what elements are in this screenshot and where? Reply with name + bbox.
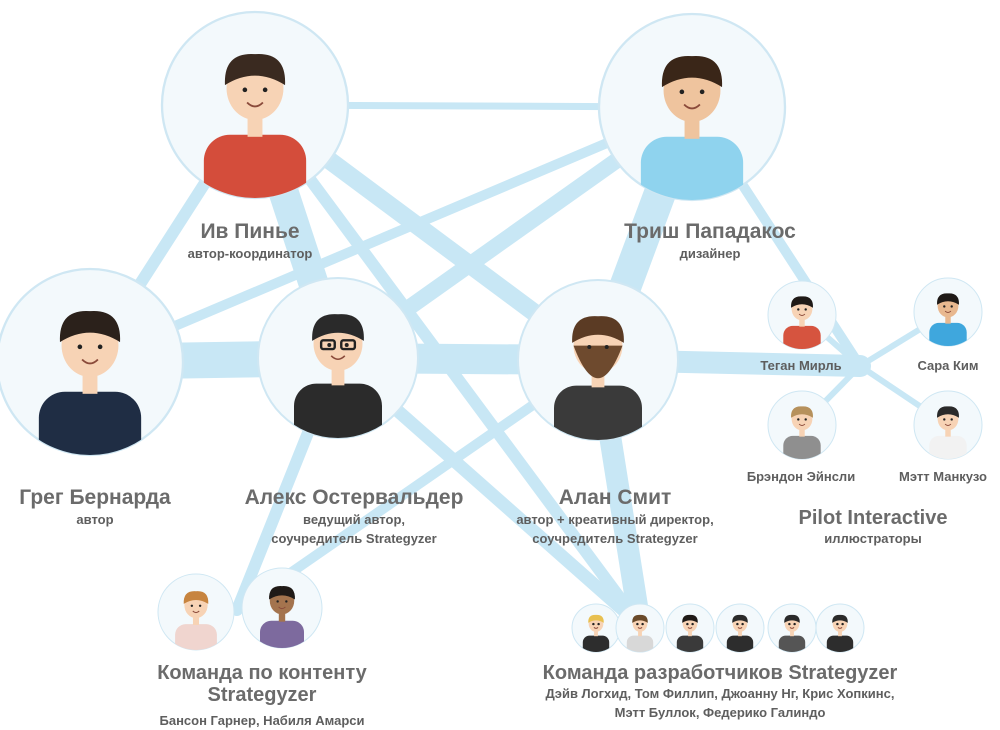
person-role: автор + креативный директор, [516,512,714,527]
dev-team-members: Дэйв Логхид, Том Филлип, Джоанну Нг, Кри… [545,686,895,701]
person-label-trish: Триш Пападакос дизайнер [590,220,830,263]
avatar-alex [257,277,419,439]
avatar-tegan [767,280,837,350]
avatar-brandon [767,390,837,460]
avatar-matt [913,390,983,460]
avatar-dev-1 [571,603,621,653]
avatar-dev-2 [615,603,665,653]
content-team-title: Команда по контенту [157,662,367,684]
member-name-matt: Мэтт Манкузо [899,469,987,484]
avatar-greg [0,267,185,457]
pilot-title: Pilot Interactive [798,507,948,529]
member-name-tegan: Теган Мирль [760,358,842,373]
connection-line [249,99,646,631]
dev-team-label: Команда разработчиков Strategyzer Дэйв Л… [500,662,940,722]
avatar-dev-6 [815,603,865,653]
person-name: Грег Бернарда [19,486,171,509]
pilot-role: иллюстраторы [824,531,922,546]
person-label-alex: Алекс Остервальдер ведущий автор, соучре… [224,486,484,548]
pilot-label: Pilot Interactive иллюстраторы [760,507,986,548]
dev-team-members: Мэтт Буллок, Федерико Галиндо [614,705,826,720]
avatar-alan [517,279,679,441]
member-name-sara: Сара Ким [917,358,979,373]
person-name: Алан Смит [558,486,672,509]
avatar-trish [597,12,787,202]
avatar-dev-3 [665,603,715,653]
avatar-sara [913,277,983,347]
dev-team-title: Команда разработчиков Strategyzer [542,662,898,684]
avatar-dev-5 [767,603,817,653]
avatar-content-1 [157,573,235,651]
person-role: автор [76,512,114,527]
person-role: соучредитель Strategyzer [532,531,698,546]
avatar-yves [160,10,350,200]
content-team-members: Бансон Гарнер, Набиля Амарси [159,713,365,728]
content-team-title: Strategyzer [207,684,317,706]
person-label-alan: Алан Смит автор + креативный директор, с… [490,486,740,548]
person-name: Алекс Остервальдер [244,486,464,509]
person-role: дизайнер [679,246,741,261]
person-role: ведущий автор, [303,512,405,527]
person-role: автор-координатор [187,246,313,261]
content-team-label: Команда по контенту Strategyzer Бансон Г… [112,662,412,730]
person-label-greg: Грег Бернарда автор [0,486,190,529]
person-label-yves: Ив Пинье автор-координатор [150,220,350,263]
person-name: Триш Пападакос [624,220,796,243]
person-name: Ив Пинье [200,220,300,243]
avatar-dev-4 [715,603,765,653]
connection-line [85,102,697,367]
person-role: соучредитель Strategyzer [271,531,437,546]
avatar-content-2 [241,567,323,649]
member-name-brandon: Брэндон Эйнсли [746,469,856,484]
